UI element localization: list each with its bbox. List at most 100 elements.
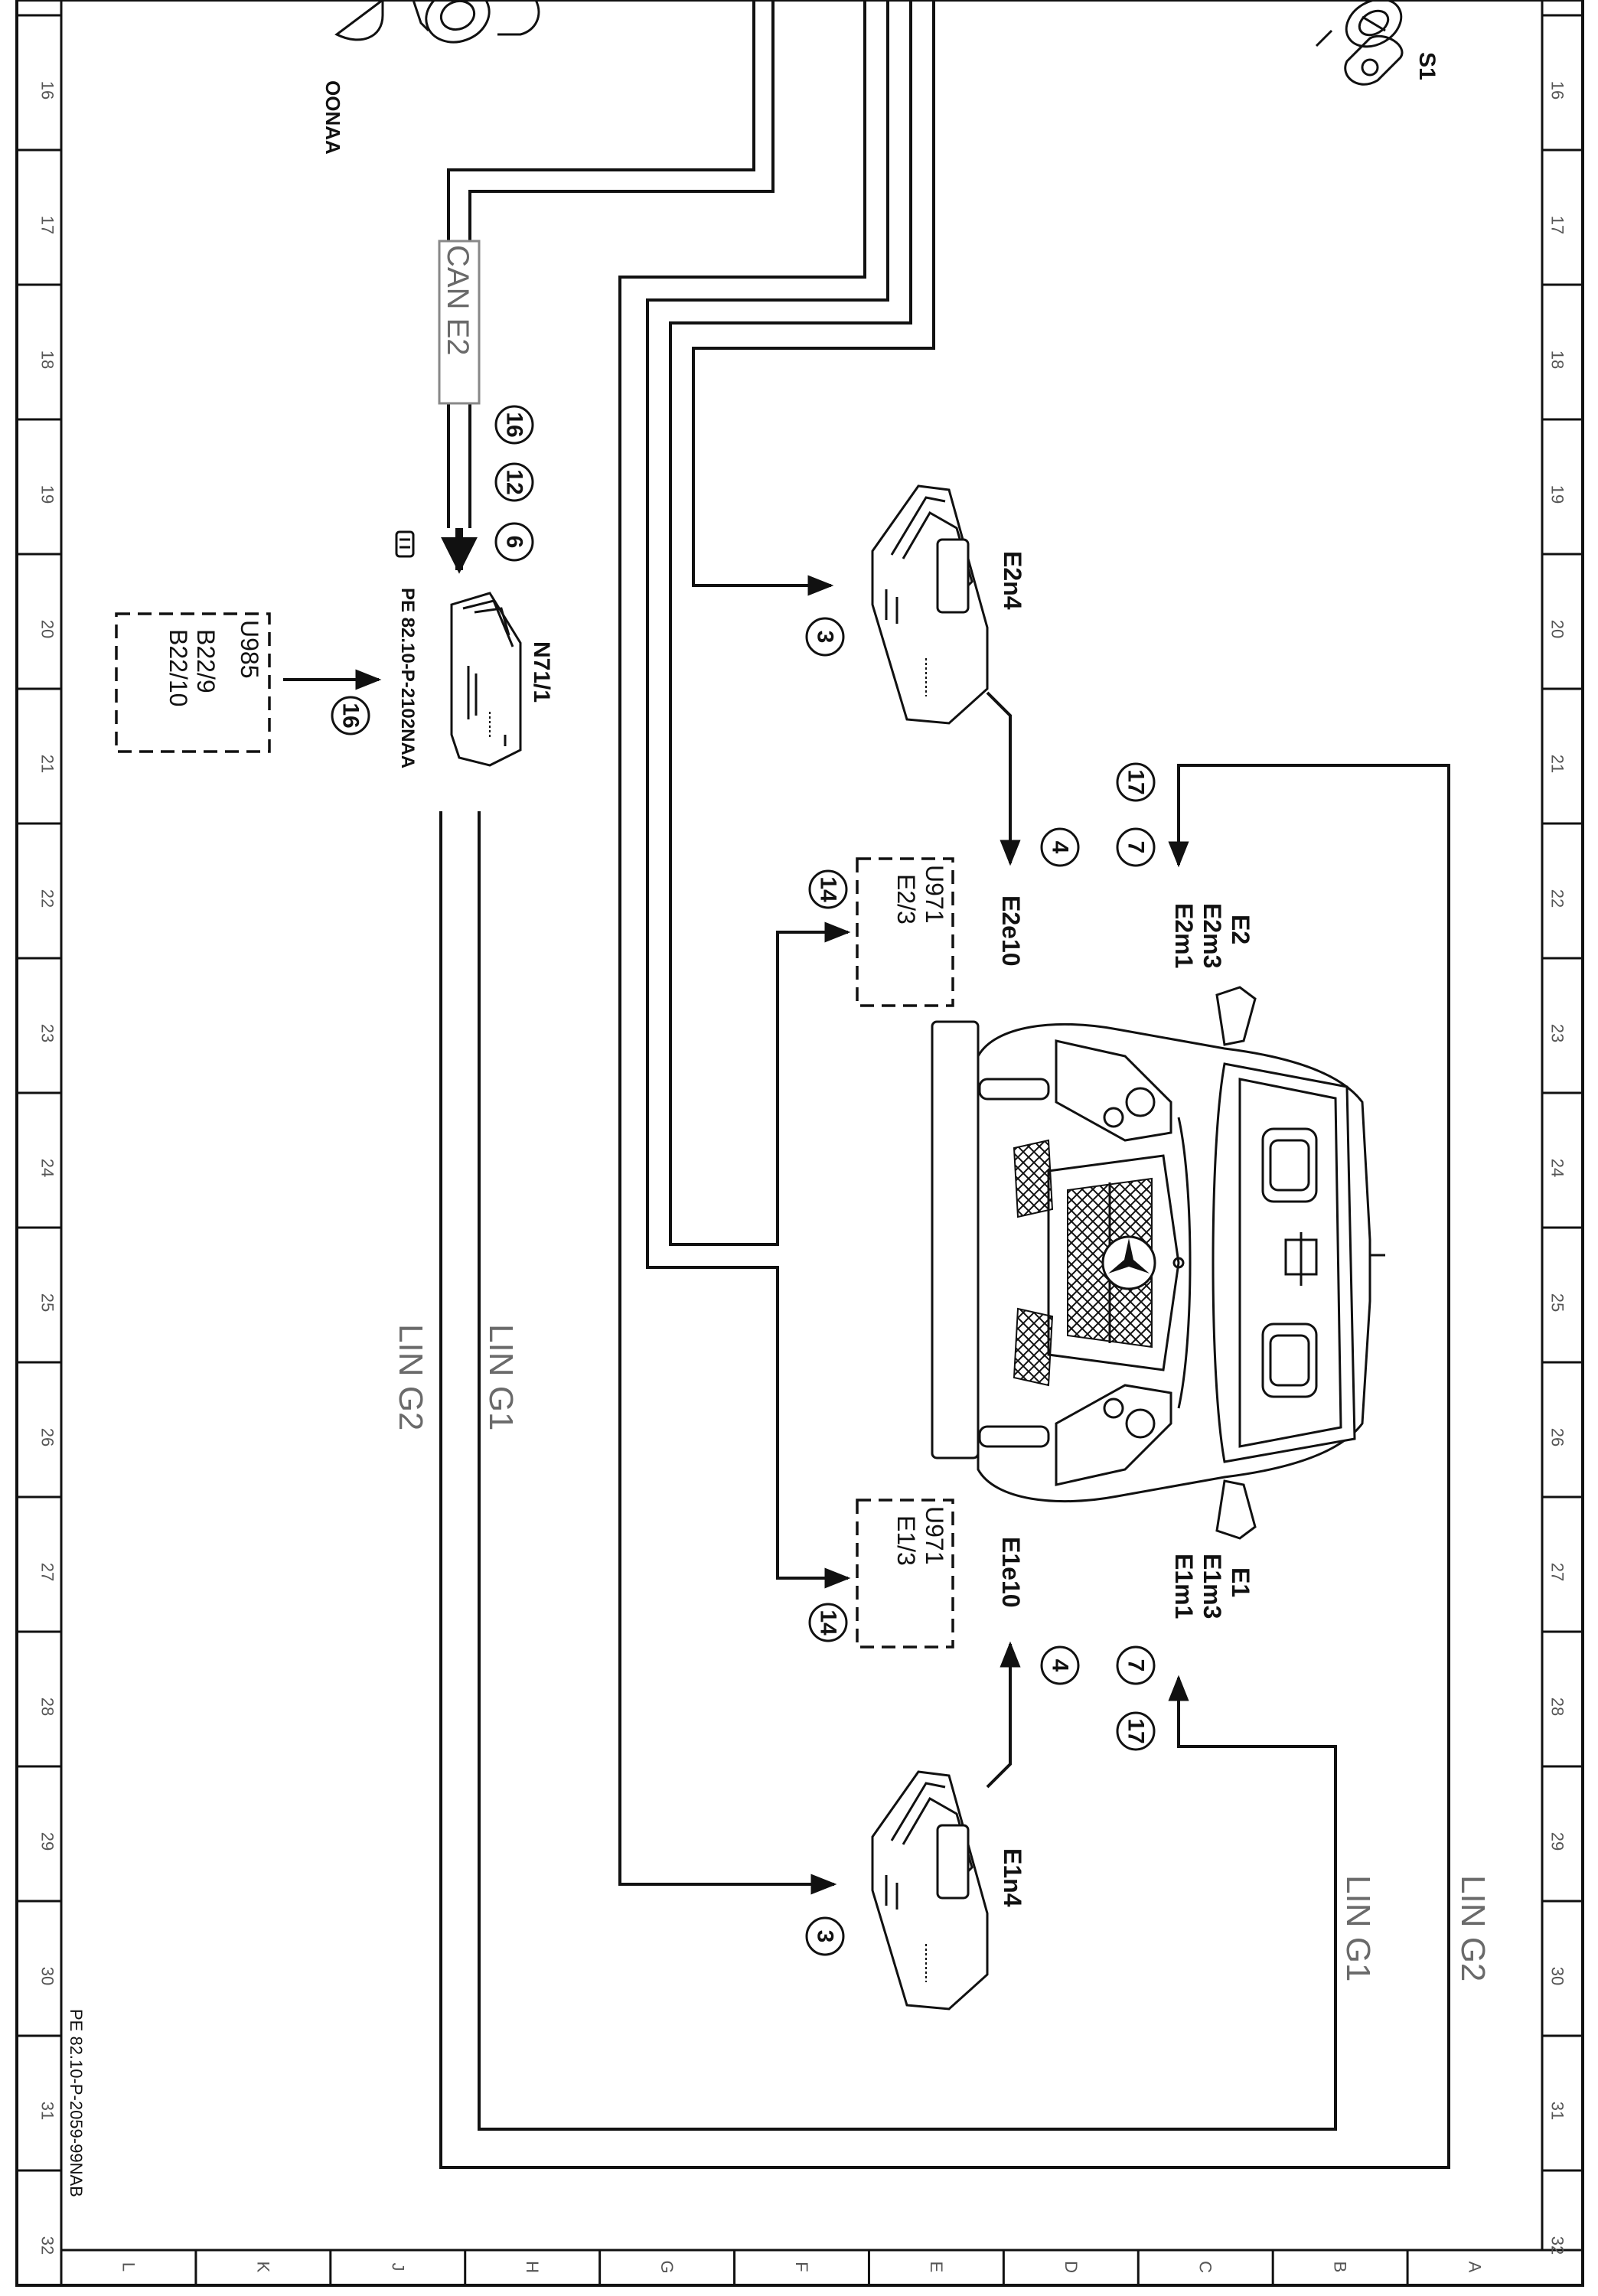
callout-c12: 12 (494, 462, 534, 502)
callout-c16b: 16 (331, 696, 370, 735)
grid-row-number-left: 32 (38, 2236, 57, 2255)
grid-col-letter: B (1331, 2262, 1350, 2273)
svg-text:E1m1: E1m1 (1170, 1554, 1198, 1619)
grid-row-number-left: 23 (38, 1024, 57, 1042)
n71-1-label: N71/1 (529, 641, 554, 703)
n71-1-control-unit-icon (450, 592, 522, 767)
e2n4-label: E2n4 (999, 551, 1026, 610)
e2-headlamp-group-labels: E2 E2m3 E2m1 (1170, 903, 1254, 968)
grid-row-number-right: 16 (1548, 81, 1567, 99)
wire-to-e1n4 (618, 0, 866, 1895)
svg-text:E2m1: E2m1 (1170, 903, 1198, 968)
grid-row-number-left: 28 (38, 1698, 57, 1716)
grid-row-number-right: 29 (1548, 1832, 1567, 1851)
callout-number: 14 (816, 1609, 841, 1636)
wire-to-e2n4 (692, 0, 935, 596)
callout-number: 16 (338, 703, 364, 728)
callout-c4a: 4 (1040, 827, 1080, 867)
e1n4-to-e1e10-arrow (986, 1641, 1021, 1789)
svg-text:B22/9: B22/9 (192, 629, 220, 693)
u971-e2-3-dashed-box: U971 E2/3 (856, 857, 954, 1007)
callout-c4b: 4 (1040, 1645, 1080, 1685)
svg-text:CAN E2: CAN E2 (441, 245, 475, 356)
e2e10-label: E2e10 (997, 895, 1025, 967)
lin-g1-label-left: LIN G1 (482, 1324, 520, 1430)
grid-row-number-left: 24 (38, 1159, 57, 1177)
partial-ref-label: OONAA (321, 80, 344, 155)
callout-c14b: 14 (808, 1603, 848, 1642)
callout-number: 7 (1123, 841, 1149, 854)
svg-text:E1: E1 (1227, 1567, 1254, 1597)
callout-c3b: 3 (805, 1916, 845, 1956)
grid-row-number-left: 26 (38, 1428, 57, 1446)
grid-row-number-right: 25 (1548, 1293, 1567, 1312)
lin-g2-label-left: LIN G2 (392, 1324, 429, 1430)
svg-text:U985: U985 (236, 620, 263, 679)
grid-row-number-right: 24 (1548, 1159, 1567, 1177)
s1-switch-icon (1315, 0, 1404, 86)
grid-col-letter: G (657, 2260, 677, 2273)
can-e2-label-box: CAN E2 (438, 240, 481, 405)
doc-reference: PE 82.10-P-2059-99NAB (67, 2009, 86, 2197)
grid-row-number-left: 25 (38, 1293, 57, 1312)
grid-row-number-left: 29 (38, 1832, 57, 1851)
grid-row-number-right: 23 (1548, 1024, 1567, 1042)
callout-c14a: 14 (808, 869, 848, 909)
e1e10-label: E1e10 (997, 1537, 1025, 1608)
n71-ref-note: PE 82.10-P-2102NAA (397, 588, 418, 768)
grid-row-number-left: 27 (38, 1563, 57, 1581)
svg-text:U971: U971 (921, 865, 948, 924)
callout-number: 17 (1123, 1718, 1149, 1743)
grid-row-number-right: 31 (1548, 2102, 1567, 2120)
callout-number: 3 (813, 631, 838, 644)
grid-row-number-right: 17 (1548, 216, 1567, 234)
e1-headlamp-group-labels: E1 E1m3 E1m1 (1170, 1554, 1254, 1619)
grid-col-letter: J (388, 2263, 407, 2272)
svg-text:E1m3: E1m3 (1198, 1554, 1226, 1619)
callout-c16: 16 (494, 405, 534, 445)
grid-row-number-right: 22 (1548, 889, 1567, 908)
grid-row-number-left: 17 (38, 216, 57, 234)
u971-e1-3-dashed-box: U971 E1/3 (856, 1499, 954, 1649)
callout-number: 17 (1123, 769, 1149, 794)
svg-text:U971: U971 (921, 1506, 948, 1565)
grid-row-number-right: 19 (1548, 485, 1567, 504)
svg-text:E2m3: E2m3 (1198, 903, 1226, 968)
grid-row-number-right: 32 (1548, 2236, 1567, 2255)
grid-col-letter: K (253, 2262, 272, 2273)
grid-row-number-left: 19 (38, 485, 57, 504)
callout-number: 14 (816, 876, 841, 902)
grid-row-number-right: 21 (1548, 755, 1567, 773)
e1n4-label: E1n4 (999, 1848, 1026, 1907)
e2n4-to-e2e10-arrow (986, 691, 1021, 866)
top-left-connector-icon (334, 0, 540, 44)
svg-text:E2: E2 (1227, 915, 1254, 944)
grid-col-letter: E (927, 2262, 946, 2273)
grid-col-letter: D (1062, 2261, 1081, 2273)
grid-col-letter: L (119, 2262, 138, 2272)
lin-g1-label-right: LIN G1 (1339, 1875, 1377, 1981)
grid-row-number-left: 18 (38, 351, 57, 369)
callout-number: 12 (502, 469, 527, 494)
wire-to-e2e10 (669, 0, 912, 1246)
svg-text:B22/10: B22/10 (165, 629, 192, 706)
callout-c3a: 3 (805, 617, 845, 657)
callout-c7a: 7 (1116, 827, 1156, 867)
callout-number: 16 (502, 412, 527, 437)
grid-row-number-left: 16 (38, 81, 57, 99)
grid-row-number-left: 21 (38, 755, 57, 773)
drawing-frame (15, 0, 1584, 2287)
grid-row-number-left: 20 (38, 620, 57, 638)
grid-col-letter: A (1466, 2262, 1485, 2273)
lin-g1-wire (478, 811, 1337, 2131)
callout-number: 4 (1048, 1659, 1073, 1672)
ref-hand-icon (395, 530, 415, 558)
grid-row-number-right: 20 (1548, 620, 1567, 638)
vehicle-front-view-illustration (931, 986, 1385, 1540)
grid-row-number-left: 22 (38, 889, 57, 908)
lin-g2-wire (439, 764, 1450, 2169)
u985-dashed-box: U985 B22/9 B22/10 (115, 612, 271, 753)
